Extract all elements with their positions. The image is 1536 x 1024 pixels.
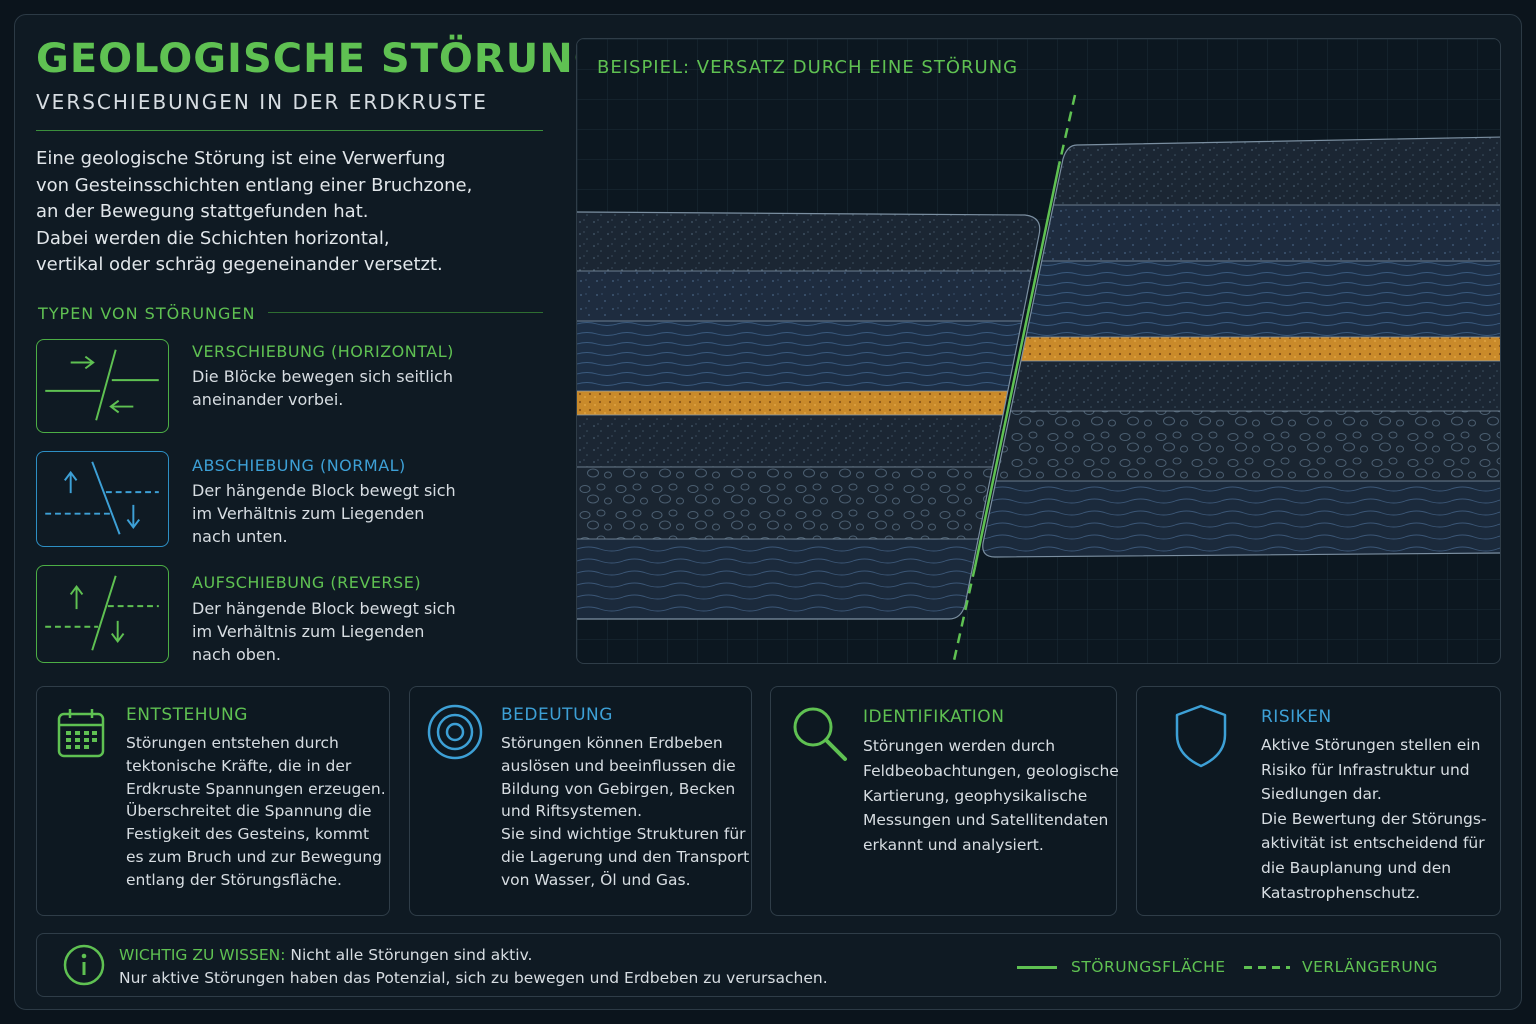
notice-bar: WICHTIG ZU WISSEN: Nicht alle Störungen … bbox=[36, 933, 1501, 997]
fault-cross-section bbox=[577, 39, 1500, 663]
card-bedeutung: BEDEUTUNG Störungen können Erdbeben ausl… bbox=[409, 686, 752, 916]
legend-solid-label: STÖRUNGSFLÄCHE bbox=[1071, 958, 1226, 976]
type-strike-slip-desc: Die Blöcke bewegen sich seitlich aneinan… bbox=[192, 367, 454, 409]
card-bedeutung-title: BEDEUTUNG bbox=[501, 705, 613, 725]
shield-icon bbox=[1173, 703, 1229, 773]
info-icon bbox=[63, 944, 105, 990]
type-normal-title: ABSCHIEBUNG (NORMAL) bbox=[192, 456, 406, 475]
card-risiken: RISIKEN Aktive Störungen stellen ein Ris… bbox=[1136, 686, 1501, 916]
strike-slip-icon bbox=[36, 339, 169, 433]
type-strike-slip-title: VERSCHIEBUNG (HORIZONTAL) bbox=[192, 342, 454, 361]
card-identifikation-text: Störungen werden durch Feldbeobachtungen… bbox=[863, 737, 1119, 855]
page-subtitle: VERSCHIEBUNGEN IN DER ERDKRUSTE bbox=[36, 90, 488, 114]
notice-line-1: WICHTIG ZU WISSEN: Nicht alle Störungen … bbox=[119, 946, 533, 964]
card-entstehung-text: Störungen entstehen durch tektonische Kr… bbox=[126, 734, 386, 889]
magnifier-icon bbox=[791, 705, 849, 767]
intro-text: Eine geologische Störung ist eine Verwer… bbox=[36, 148, 473, 275]
legend-dashed-line bbox=[1244, 966, 1290, 969]
types-divider bbox=[268, 312, 543, 313]
target-icon bbox=[426, 703, 484, 765]
fault-example-panel: BEISPIEL: VERSATZ DURCH EINE STÖRUNG bbox=[576, 38, 1501, 664]
legend-dashed-label: VERLÄNGERUNG bbox=[1302, 958, 1438, 976]
types-heading: TYPEN VON STÖRUNGEN bbox=[38, 304, 256, 323]
card-identifikation-title: IDENTIFIKATION bbox=[863, 707, 1005, 727]
card-risiken-text: Aktive Störungen stellen ein Risiko für … bbox=[1261, 736, 1487, 902]
reverse-fault-icon bbox=[36, 565, 169, 663]
card-risiken-title: RISIKEN bbox=[1261, 707, 1332, 727]
type-reverse-desc: Der hängende Block bewegt sich im Verhäl… bbox=[192, 599, 456, 664]
card-bedeutung-text: Störungen können Erdbeben auslösen und b… bbox=[501, 734, 750, 889]
notice-line-2: Nur aktive Störungen haben das Potenzial… bbox=[119, 969, 828, 987]
normal-fault-icon bbox=[36, 451, 169, 547]
page-title: GEOLOGISCHE STÖRUNGEN bbox=[36, 36, 671, 82]
card-entstehung-title: ENTSTEHUNG bbox=[126, 705, 248, 725]
legend-solid-line bbox=[1017, 966, 1057, 969]
type-reverse-title: AUFSCHIEBUNG (REVERSE) bbox=[192, 573, 422, 592]
card-entstehung: ENTSTEHUNG Störungen entstehen durch tek… bbox=[36, 686, 390, 916]
title-divider bbox=[36, 130, 543, 131]
calendar-icon bbox=[57, 707, 107, 763]
card-identifikation: IDENTIFIKATION Störungen werden durch Fe… bbox=[770, 686, 1119, 916]
type-normal-desc: Der hängende Block bewegt sich im Verhäl… bbox=[192, 481, 456, 546]
example-title: BEISPIEL: VERSATZ DURCH EINE STÖRUNG bbox=[597, 57, 1019, 78]
